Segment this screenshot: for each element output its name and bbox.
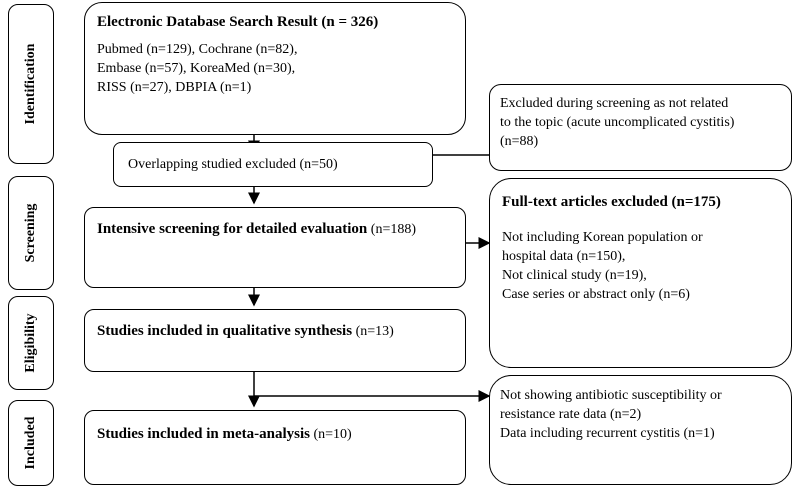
intensive-screening-count: (n=188) bbox=[367, 222, 417, 237]
fulltext-excluded-title: Full-text articles excluded (n=175) bbox=[502, 194, 721, 210]
overlap-excluded-text: Overlapping studied excluded (n=50) bbox=[128, 157, 338, 172]
fulltext-excluded-line-4: Case series or abstract only (n=6) bbox=[502, 287, 690, 302]
qualitative-synthesis-box: Studies included in qualitative synthesi… bbox=[84, 309, 466, 372]
database-search-box: Electronic Database Search Result (n = 3… bbox=[84, 2, 466, 135]
database-search-line-1: Pubmed (n=129), Cochrane (n=82), bbox=[97, 42, 298, 57]
final-excluded-line-1: Not showing antibiotic susceptibility or bbox=[500, 388, 722, 403]
intensive-screening-box: Intensive screening for detailed evaluat… bbox=[84, 207, 466, 288]
meta-analysis-box: Studies included in meta-analysis (n=10) bbox=[84, 410, 466, 485]
fulltext-excluded-line-3: Not clinical study (n=19), bbox=[502, 268, 647, 283]
screening-excluded-line-2: to the topic (acute uncomplicated cystit… bbox=[500, 115, 735, 130]
screening-excluded-line-1: Excluded during screening as not related bbox=[500, 96, 729, 111]
fulltext-excluded-line-1: Not including Korean population or bbox=[502, 230, 703, 245]
stage-included: Included bbox=[8, 400, 54, 486]
database-search-title: Electronic Database Search Result (n = 3… bbox=[97, 14, 379, 30]
final-excluded-line-2: resistance rate data (n=2) bbox=[500, 407, 642, 422]
overlap-excluded-box: Overlapping studied excluded (n=50) bbox=[113, 142, 433, 187]
final-excluded-line-3: Data including recurrent cystitis (n=1) bbox=[500, 426, 715, 441]
fulltext-excluded-box: Full-text articles excluded (n=175) Not … bbox=[489, 178, 792, 368]
meta-analysis-label: Studies included in meta-analysis bbox=[97, 426, 310, 442]
database-search-line-2: Embase (n=57), KoreaMed (n=30), bbox=[97, 61, 296, 76]
screening-excluded-box: Excluded during screening as not related… bbox=[489, 84, 792, 171]
stage-screening: Screening bbox=[8, 176, 54, 290]
database-search-line-3: RISS (n=27), DBPIA (n=1) bbox=[97, 80, 252, 95]
fulltext-excluded-line-2: hospital data (n=150), bbox=[502, 249, 626, 264]
qualitative-synthesis-count: (n=13) bbox=[352, 324, 394, 339]
intensive-screening-label: Intensive screening for detailed evaluat… bbox=[97, 221, 368, 237]
qualitative-synthesis-label: Studies included in qualitative synthesi… bbox=[97, 323, 353, 339]
stage-identification: Identification bbox=[8, 4, 54, 164]
final-excluded-box: Not showing antibiotic susceptibility or… bbox=[489, 375, 792, 485]
screening-excluded-line-3: (n=88) bbox=[500, 134, 539, 149]
meta-analysis-count: (n=10) bbox=[309, 427, 352, 442]
stage-eligibility: Eligibility bbox=[8, 296, 54, 390]
